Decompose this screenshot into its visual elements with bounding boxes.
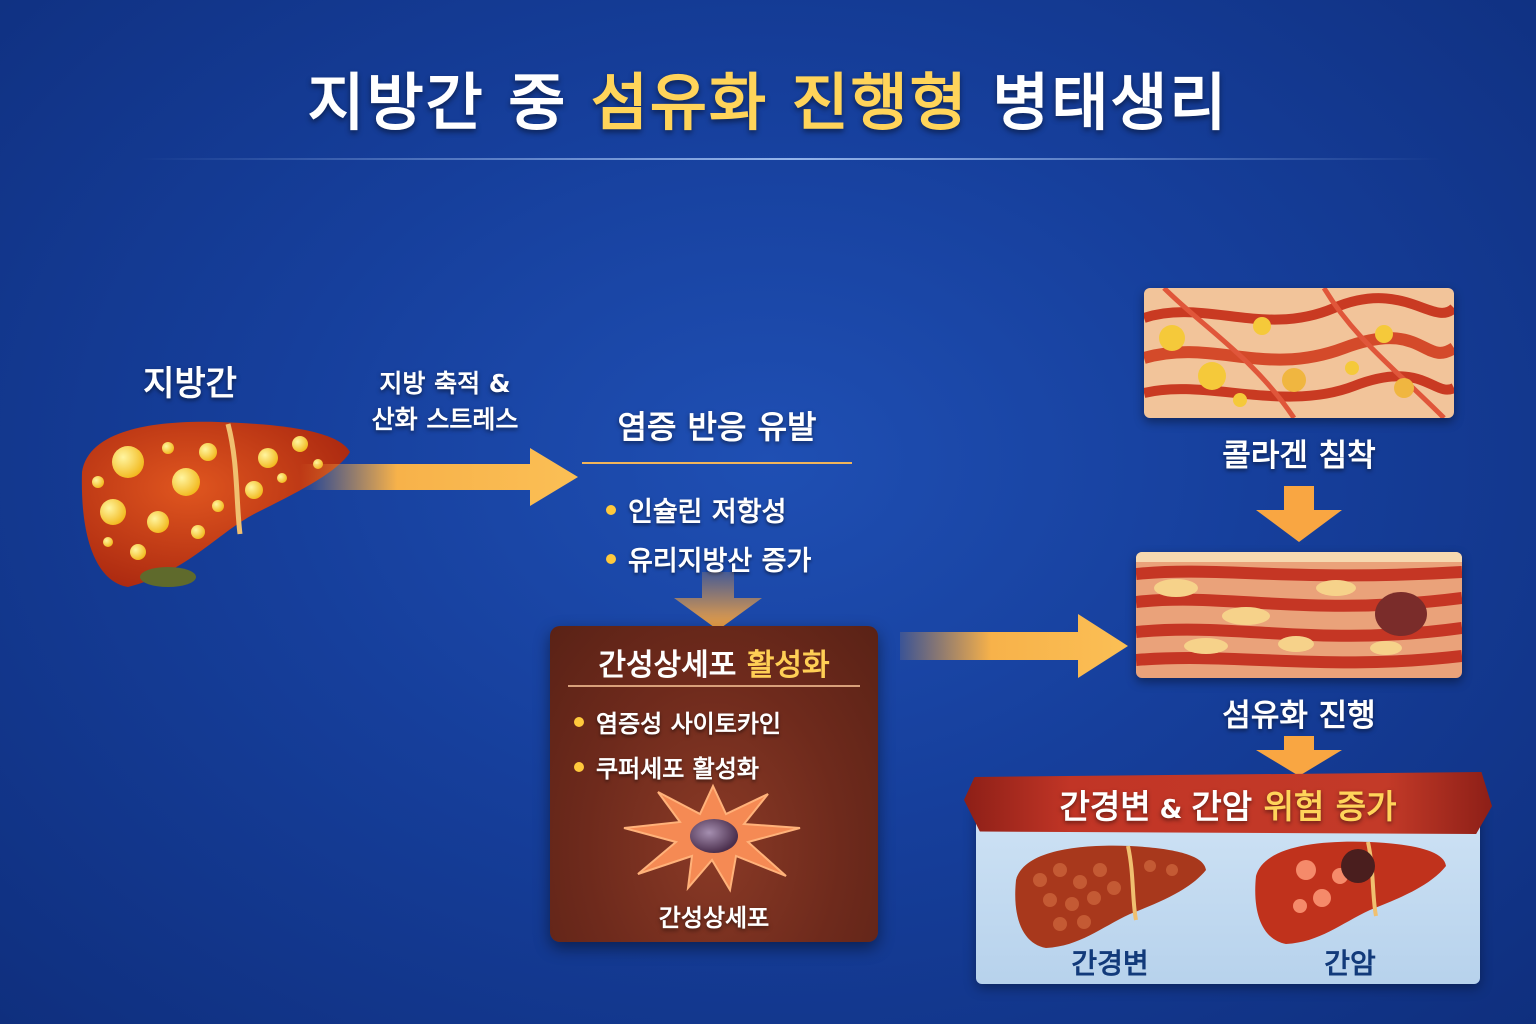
hsc-bullets: 염증성 사이토카인 쿠퍼세포 활성화	[574, 704, 781, 784]
cancer-liver-illustration	[1255, 841, 1446, 944]
bullet-text: 인슐린 저항성	[628, 497, 787, 528]
inflammation-divider	[582, 462, 852, 464]
collagen-label: 콜라겐 침착	[1222, 438, 1376, 474]
arrow-down-1	[674, 572, 762, 630]
arrow1-caption-line2: 산화 스트레스	[371, 405, 519, 434]
arrow-down-2	[1256, 486, 1342, 542]
bullet-text: 쿠퍼세포 활성화	[596, 755, 759, 783]
inflammation-bullets: 인슐린 저항성 유리지방산 증가	[606, 490, 811, 578]
bullet-item: 염증성 사이토카인	[574, 704, 781, 739]
collagen-tissue-illustration	[1144, 288, 1454, 418]
bullet-text: 염증성 사이토카인	[596, 710, 781, 738]
hsc-cell-label: 간성상세포	[658, 904, 770, 932]
bullet-dot-icon	[574, 716, 584, 727]
bullet-text: 유리지방산 증가	[628, 546, 812, 577]
cirrhosis-liver-illustration	[1015, 845, 1206, 948]
arrow-down-3	[1256, 736, 1342, 776]
bullet-item: 유리지방산 증가	[606, 539, 811, 578]
fatty-liver-illustration	[81, 421, 350, 587]
arrow-right-2	[900, 614, 1128, 678]
inflammation-label: 염증 반응 유발	[617, 408, 817, 446]
hsc-activation-box: 간성상세포 활성화 염증성 사이토카인 쿠퍼세포 활성화 간성상세포	[550, 626, 878, 942]
risk-title: 간경변 & 간암 위험 증가	[1059, 787, 1397, 826]
hsc-title: 간성상세포 활성화	[598, 648, 830, 683]
cirrhosis-label: 간경변	[1071, 947, 1149, 980]
bullet-dot-icon	[574, 761, 584, 772]
bullet-dot-icon	[606, 553, 616, 564]
arrow1-caption: 지방 축적 & 산화 스트레스	[350, 366, 540, 438]
fibrosis-tissue-illustration	[1136, 552, 1462, 678]
bullet-dot-icon	[606, 504, 616, 515]
fatty-liver-label: 지방간	[143, 364, 237, 404]
fibrosis-label: 섬유화 진행	[1222, 698, 1376, 734]
bullet-item: 인슐린 저항성	[606, 490, 811, 529]
bullet-item: 쿠퍼세포 활성화	[574, 749, 781, 784]
hsc-divider	[568, 685, 860, 687]
arrow-right-1	[300, 448, 578, 506]
risk-banner	[964, 772, 1492, 834]
cancer-label: 간암	[1324, 947, 1376, 980]
title-divider	[140, 158, 1440, 160]
stellate-cell-icon	[623, 783, 801, 893]
page-title: 지방간 중 섬유화 진행형 병태생리	[307, 66, 1229, 139]
arrow1-caption-line1: 지방 축적 &	[379, 369, 511, 398]
